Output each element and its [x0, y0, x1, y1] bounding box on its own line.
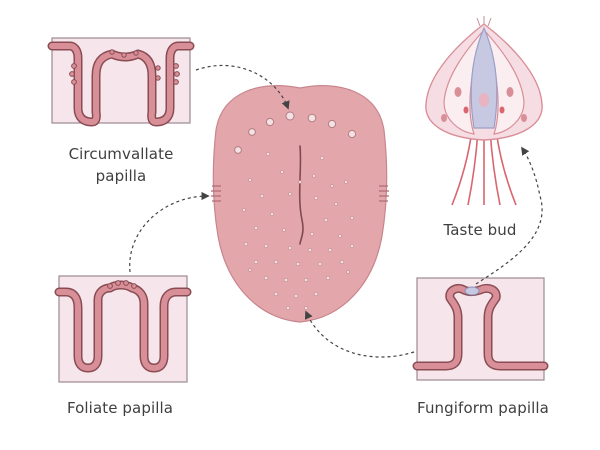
- arrow-foliate-to-tongue: [129, 191, 210, 273]
- arrow-fungiform-to-tastebud: [475, 146, 543, 285]
- taste-bud-illustration: [425, 16, 543, 206]
- foliate-label: Foliate papilla: [66, 399, 174, 417]
- circumvallate-label-line2: papilla: [95, 167, 147, 185]
- fungiform-papilla-illustration: [412, 283, 549, 371]
- circumvallate-label-line1: Circumvallate: [68, 145, 174, 163]
- taste-bud-label: Taste bud: [443, 221, 517, 239]
- fungiform-panel: [412, 277, 549, 381]
- foliate-panel: [54, 275, 192, 383]
- circumvallate-label: Circumvallate papilla: [46, 144, 196, 186]
- circumvallate-panel: [47, 37, 195, 127]
- arrow-fungiform-to-tongue: [304, 310, 415, 358]
- foliate-papilla-illustration: [54, 280, 192, 373]
- tongue-illustration: [211, 85, 389, 323]
- connector-arrows: [129, 64, 543, 358]
- arrow-circumvallate-to-tongue: [195, 64, 290, 110]
- fungiform-label: Fungiform papilla: [417, 399, 549, 417]
- circumvallate-papilla-illustration: [47, 41, 195, 127]
- taste-bud-spot: [464, 286, 480, 296]
